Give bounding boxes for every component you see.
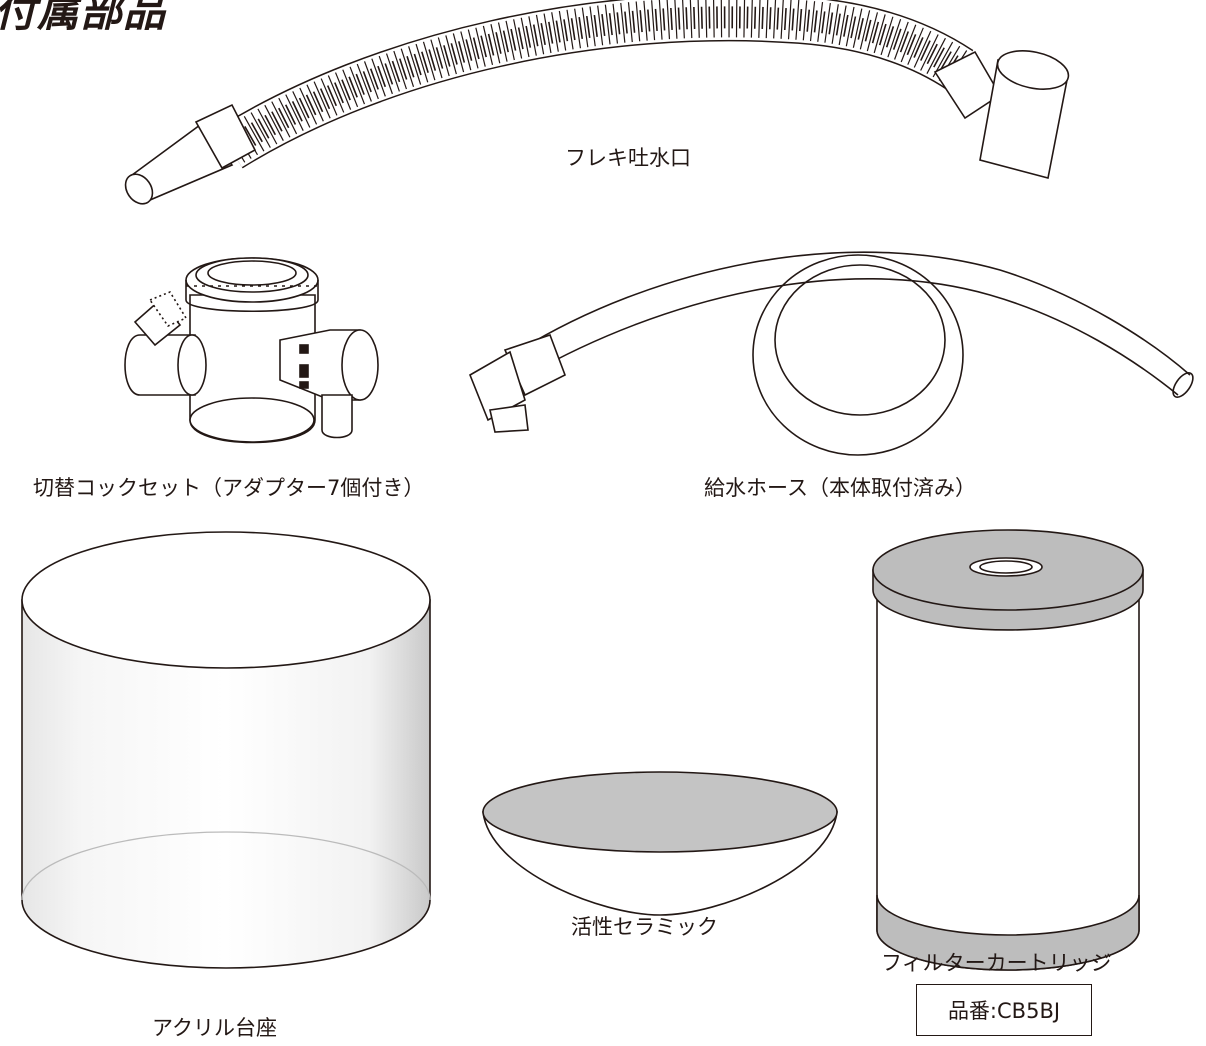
page-title: 付属部品: [0, 0, 167, 36]
acrylic-base-icon: [21, 531, 431, 969]
label-faucet-diverter-set: 切替コックセット（アダプター7個付き）: [33, 476, 425, 500]
label-flexible-spout: フレキ吐水口: [565, 146, 691, 170]
label-acrylic-base: アクリル台座: [152, 1016, 277, 1040]
label-water-hose: 給水ホース（本体取付済み）: [704, 476, 976, 500]
label-filter-cartridge: フィルターカートリッジ: [881, 951, 1112, 975]
water-hose-icon: [468, 251, 1194, 456]
label-activated-ceramic: 活性セラミック: [571, 915, 718, 939]
filter-part-number: 品番:CB5BJ: [916, 984, 1092, 1036]
flexible-spout-icon: [124, 0, 1070, 205]
ceramic-dish-icon: [482, 771, 838, 916]
faucet-diverter-icon: [124, 257, 379, 444]
filter-cartridge-icon: [872, 529, 1144, 971]
